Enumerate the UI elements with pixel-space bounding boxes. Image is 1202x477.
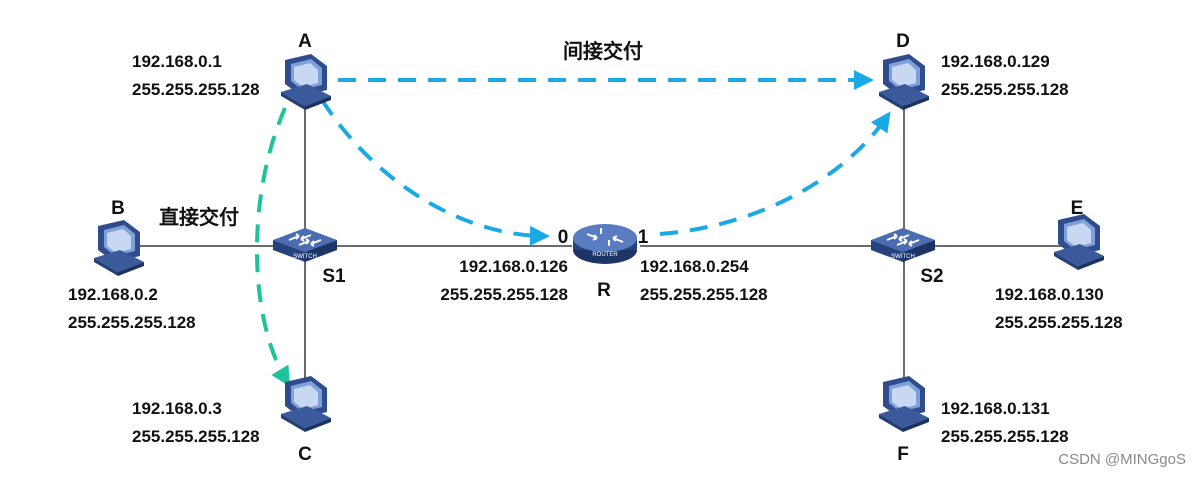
host-e: E 192.168.0.130 255.255.255.128 — [995, 198, 1123, 332]
host-a: A 192.168.0.1 255.255.255.128 — [132, 31, 331, 110]
computer-icon — [879, 376, 929, 432]
host-b: B 192.168.0.2 255.255.255.128 — [68, 198, 196, 332]
watermark: CSDN @MINGgoS — [1058, 451, 1186, 468]
routes: 间接交付 直接交付 — [157, 37, 891, 387]
computer-icon — [94, 220, 144, 276]
direct-route-label: 直接交付 — [159, 205, 239, 229]
switch-badge: SWITCH — [293, 254, 317, 260]
router-port-1: 1 — [638, 227, 649, 248]
router-port-1-ip: 192.168.0.254 — [640, 257, 749, 276]
host-name: E — [1071, 198, 1084, 219]
switch-s1: SWITCH S1 — [272, 227, 346, 287]
router-port-0-ip: 192.168.0.126 — [459, 257, 568, 276]
switch-s2: SWITCH S2 — [870, 227, 944, 287]
router-badge: ROUTER — [592, 252, 618, 258]
computer-icon — [1054, 214, 1104, 270]
host-name: C — [298, 444, 312, 465]
host-ip: 192.168.0.131 — [941, 399, 1050, 418]
router-port-0-mask: 255.255.255.128 — [440, 285, 568, 304]
route-router-to-d-arrow — [659, 111, 891, 236]
computer-icon — [281, 54, 331, 110]
host-mask: 255.255.255.128 — [941, 80, 1069, 99]
host-ip: 192.168.0.129 — [941, 52, 1050, 71]
switch-badge: SWITCH — [891, 254, 915, 260]
host-mask: 255.255.255.128 — [132, 80, 260, 99]
host-name: B — [111, 198, 125, 219]
router-r: ROUTER R 0 1 192.168.0.126 255.255.255.1… — [440, 223, 768, 304]
direct-route-arrow — [255, 107, 291, 387]
host-ip: 192.168.0.3 — [132, 399, 222, 418]
indirect-route-label: 间接交付 — [563, 39, 643, 63]
router-name: R — [597, 280, 611, 301]
router-port-1-mask: 255.255.255.128 — [640, 285, 768, 304]
host-name: D — [896, 31, 910, 52]
host-mask: 255.255.255.128 — [132, 427, 260, 446]
host-d: D 192.168.0.129 255.255.255.128 — [879, 31, 1069, 110]
host-name: F — [897, 444, 909, 465]
host-mask: 255.255.255.128 — [941, 427, 1069, 446]
route-a-to-router-arrow — [320, 98, 550, 246]
router-icon — [572, 223, 638, 265]
host-mask: 255.255.255.128 — [995, 313, 1123, 332]
links — [128, 90, 1075, 395]
router-port-0: 0 — [558, 227, 569, 248]
host-c: C 192.168.0.3 255.255.255.128 — [132, 376, 331, 465]
computer-icon — [879, 54, 929, 110]
host-name: A — [298, 31, 312, 52]
switch-name: S1 — [322, 266, 346, 287]
host-f: F 192.168.0.131 255.255.255.128 — [879, 376, 1069, 465]
host-ip: 192.168.0.1 — [132, 52, 222, 71]
switch-name: S2 — [920, 266, 943, 287]
host-mask: 255.255.255.128 — [68, 313, 196, 332]
host-ip: 192.168.0.130 — [995, 285, 1104, 304]
computer-icon — [281, 376, 331, 432]
host-ip: 192.168.0.2 — [68, 285, 158, 304]
